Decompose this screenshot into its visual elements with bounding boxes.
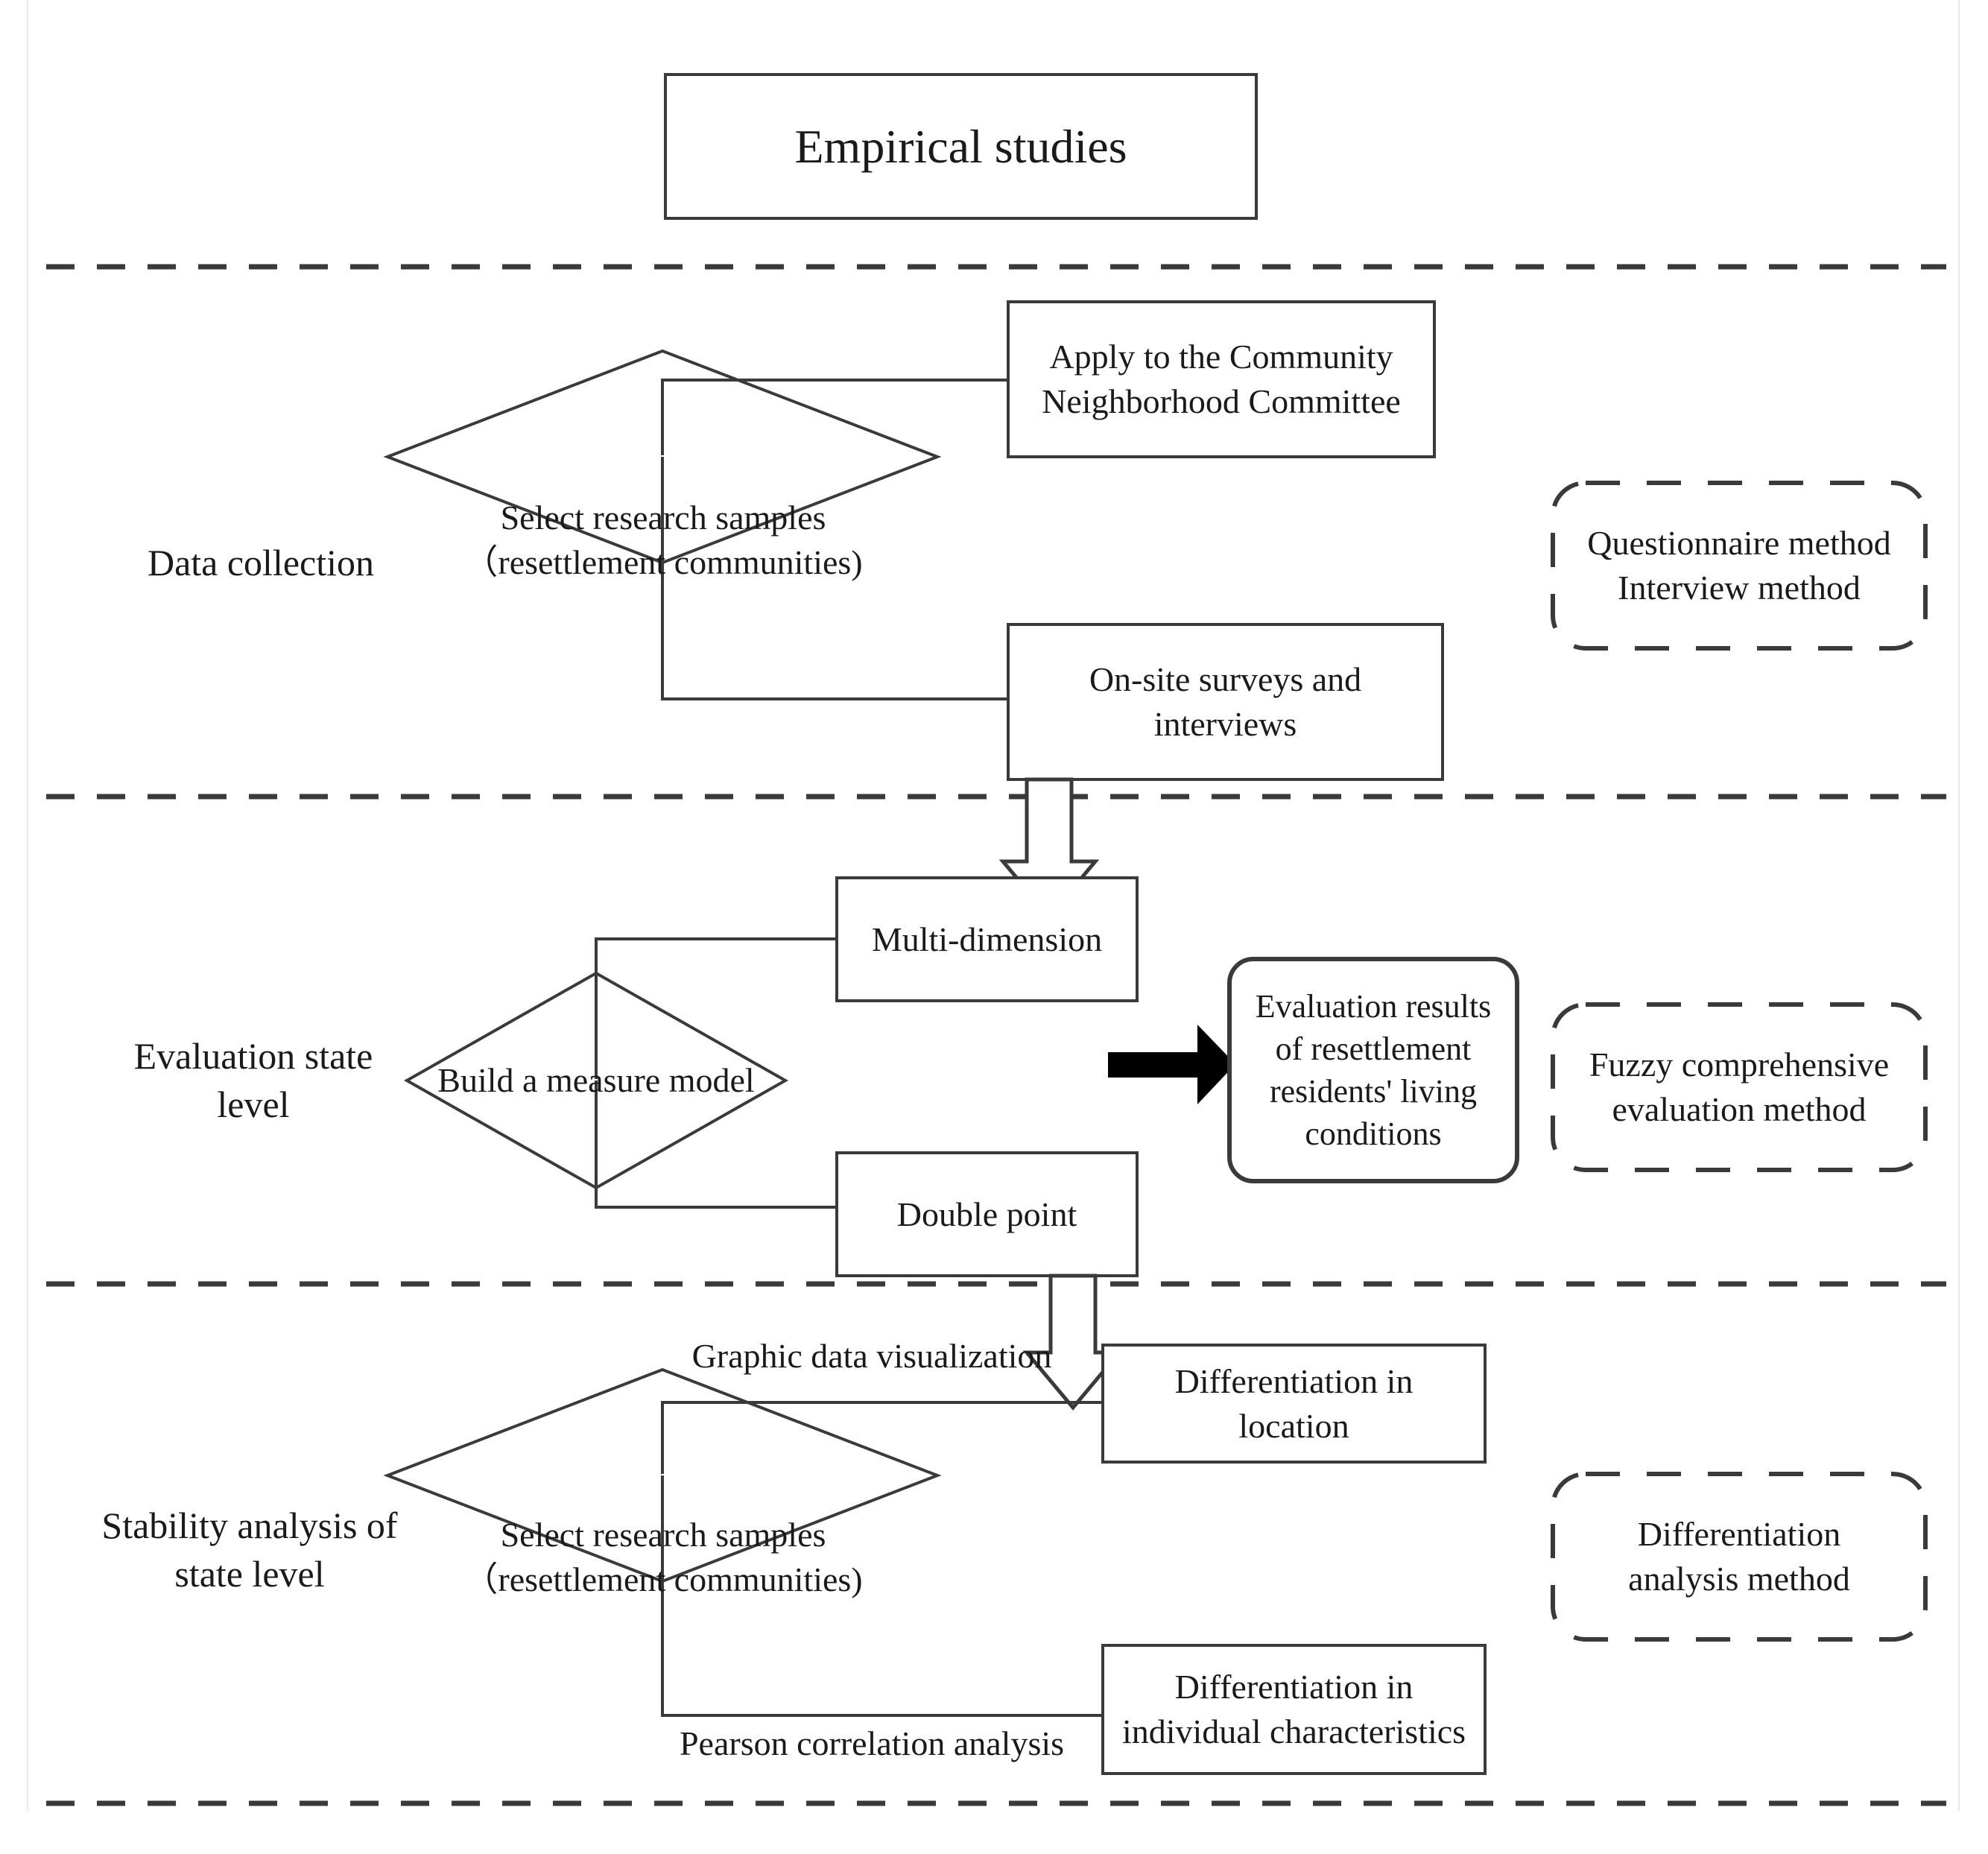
connector-measure-to-multidimension (595, 937, 837, 1079)
multi-dimension-box-shape (835, 876, 1139, 1002)
block-arrow-down-2 (1022, 1274, 1124, 1411)
double-point-box-shape (835, 1151, 1139, 1277)
apply-committee-box-shape (1007, 300, 1436, 458)
evaluation-results-box-shape (1227, 957, 1519, 1183)
onsite-surveys-box-shape (1007, 623, 1444, 781)
title-box-shape (664, 73, 1258, 220)
method-box-fuzzy-shape (1551, 1002, 1928, 1172)
connector-diamond-to-onsite (661, 457, 1008, 700)
connector-diamond-to-apply (661, 379, 1008, 455)
method-box-questionnaire-shape (1551, 481, 1928, 651)
connector-diamond-to-individual (661, 1475, 1103, 1717)
differentiation-individual-box-shape (1101, 1644, 1487, 1775)
connector-diamond-to-location (661, 1401, 1103, 1474)
method-box-differentiation-shape (1551, 1472, 1928, 1642)
differentiation-location-box-shape (1101, 1344, 1487, 1464)
connector-measure-to-doublepoint (595, 1081, 837, 1209)
solid-arrow-right (1108, 1025, 1235, 1104)
